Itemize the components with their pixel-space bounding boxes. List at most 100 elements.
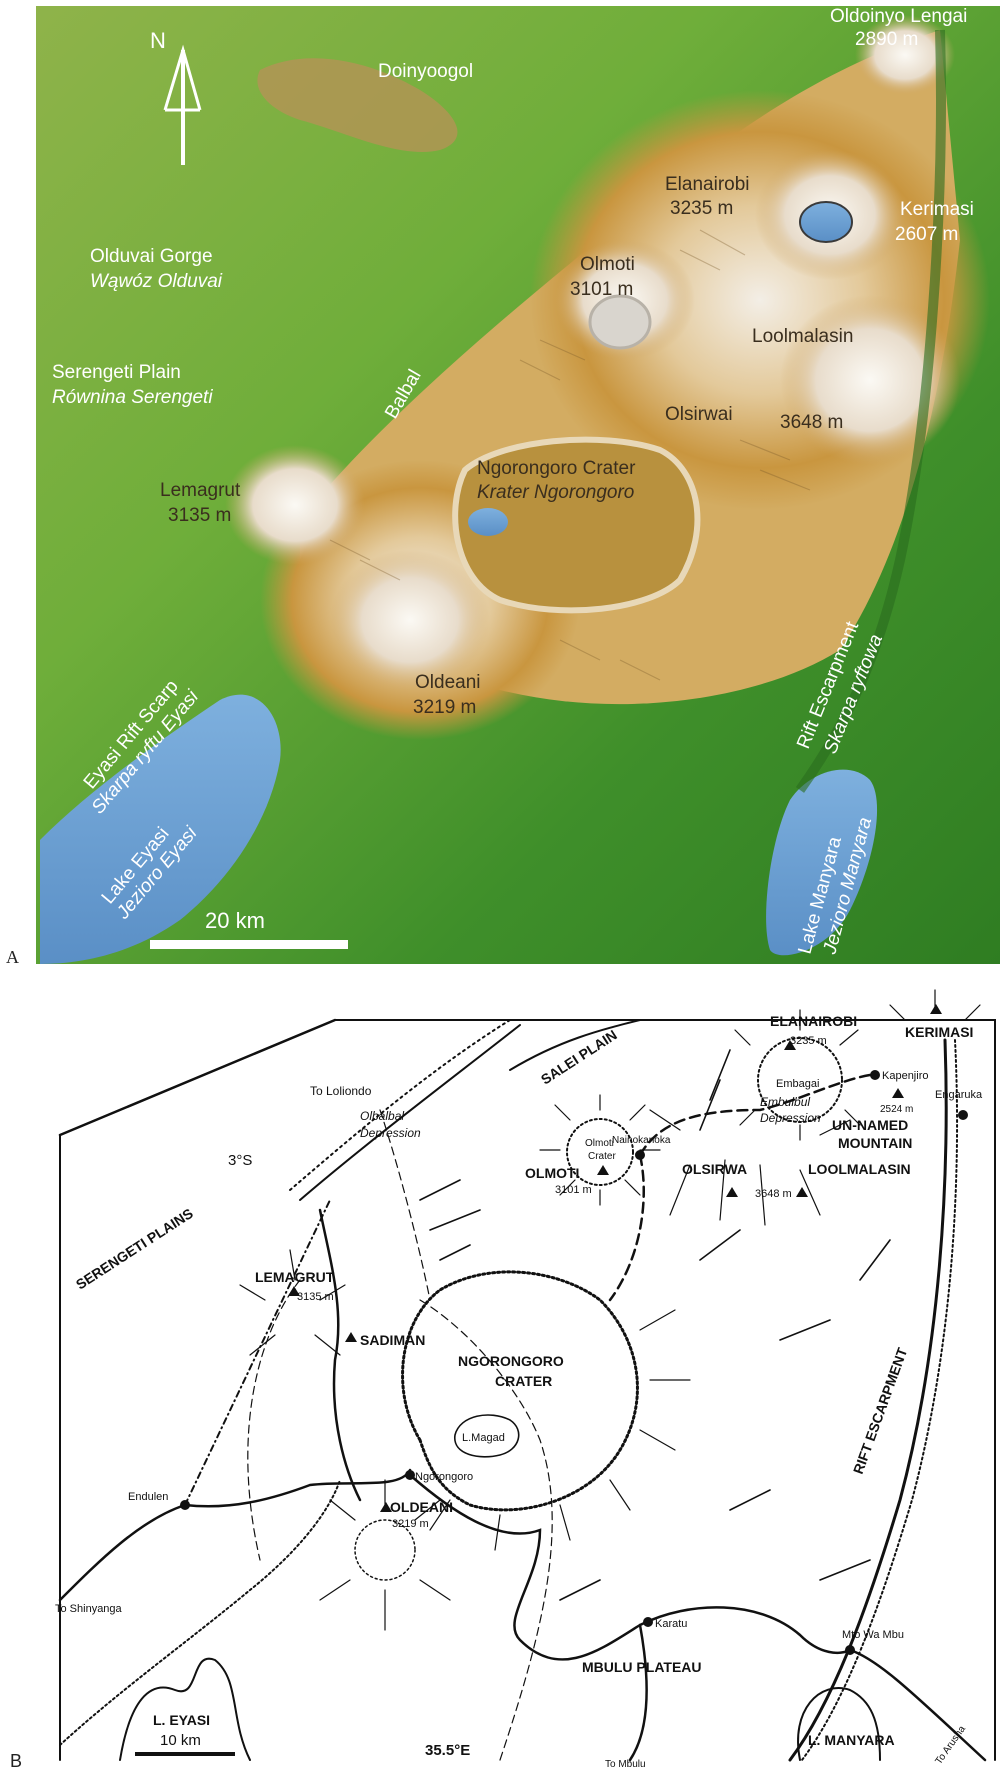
- rift-escarpment-b: [788, 1038, 948, 1762]
- peak-marker-kerimasi: [930, 1004, 942, 1014]
- label-unnamed-1: UN-NAMED: [832, 1117, 908, 1133]
- town-nainokanoka: [635, 1150, 645, 1160]
- doinyoogol-hills: [257, 58, 458, 153]
- label-oldeani: OLDEANI: [390, 1499, 453, 1515]
- label-endulen: Endulen: [128, 1491, 168, 1503]
- town-endulen: [180, 1500, 190, 1510]
- label-olmoti-name: Olmoti: [580, 254, 635, 275]
- peak-marker-loolmalasin: [796, 1187, 808, 1197]
- olmoti-crater-a: [588, 294, 652, 350]
- label-serengeti-name: Serengeti Plain: [52, 362, 181, 383]
- ngorongoro-rim-b: [401, 1270, 639, 1512]
- label-sadiman: SADIMAN: [360, 1332, 425, 1348]
- panel-b-line-map: [58, 989, 996, 1762]
- label-lemagrut: LEMAGRUT: [255, 1269, 335, 1285]
- north-label: N: [150, 28, 166, 53]
- fault-lines: [419, 1049, 891, 1601]
- embagai-lake-a: [799, 201, 853, 243]
- peak-marker-oldeani: [380, 1502, 392, 1512]
- label-lengai-elev: 2890 m: [855, 29, 918, 50]
- label-2524: 2524 m: [880, 1104, 913, 1115]
- peak-marker-olsirwa: [726, 1187, 738, 1197]
- label-ngorongoro-alt: Krater Ngorongoro: [477, 482, 634, 503]
- label-embulbul-depression: Depression: [760, 1111, 821, 1125]
- label-elanairobi-elev: 3235 m: [670, 198, 733, 219]
- label-olbalbal-depression: Depression: [360, 1126, 421, 1140]
- label-olduvai-alt: Wąwóz Olduvai: [90, 271, 223, 292]
- label-ngorongoro-2: CRATER: [495, 1373, 552, 1389]
- label-serengeti-alt: Równina Serengeti: [52, 387, 213, 408]
- lake-magad-b: [454, 1414, 520, 1458]
- road-karatu: [408, 1473, 852, 1661]
- label-lemagrut-elev: 3135 m: [168, 505, 231, 526]
- dotted-boundary-north: [289, 1019, 511, 1191]
- track-south: [608, 1153, 645, 1302]
- label-l-manyara: L. MANYARA: [808, 1732, 895, 1748]
- town-engaruka: [958, 1110, 968, 1120]
- oldeani-crater-b: [354, 1519, 416, 1581]
- label-karatu: Karatu: [655, 1618, 687, 1630]
- label-loolmalasin-elev: 3648 m: [780, 412, 843, 433]
- label-to-mbulu: To Mbulu: [605, 1759, 646, 1769]
- district-line-1: [379, 1109, 431, 1301]
- label-ngorongoro-town: Ngorongoro: [415, 1471, 473, 1483]
- label-embulbul: Embulbul: [760, 1095, 810, 1109]
- map-frame-b: [59, 1019, 996, 1761]
- label-mbulu-plateau: MBULU PLATEAU: [582, 1659, 702, 1675]
- north-arrow: N: [150, 28, 202, 165]
- lake-manyara-b: [797, 1687, 881, 1761]
- peak-marker-lemagrut: [288, 1286, 300, 1296]
- label-to-shinyanga: To Shinyanga: [55, 1603, 123, 1615]
- label-nainokanoka: Nainokanoka: [612, 1135, 671, 1146]
- label-l-eyasi: L. EYASI: [153, 1712, 210, 1728]
- eyasi-scarp-b: [59, 1479, 341, 1746]
- label-lemagrut-name: Lemagrut: [160, 480, 241, 501]
- district-line-2: [247, 1279, 301, 1561]
- panel-b-markers: [180, 1004, 968, 1655]
- embagai-crater-b: [757, 1037, 843, 1123]
- label-kerimasi-name: Kerimasi: [900, 199, 974, 220]
- road-loliondo: [318, 1208, 362, 1502]
- panel-b-labels: SALEI PLAIN To Loliondo Olbalbal Depress…: [55, 1013, 983, 1770]
- label-oldeani-elev: 3219 m: [392, 1518, 429, 1530]
- label-elanairobi-name: Elanairobi: [665, 174, 750, 195]
- label-olmoti: OLMOTI: [525, 1165, 579, 1181]
- label-elanairobi: ELANAIROBI: [770, 1013, 857, 1029]
- peak-oldeani: [330, 550, 490, 690]
- lake-eyasi-b: [119, 1657, 251, 1761]
- peak-marker-olmoti: [597, 1165, 609, 1175]
- label-engaruka: Engaruka: [935, 1089, 983, 1101]
- label-lat: 3°S: [228, 1152, 252, 1169]
- volcano-hachures: [239, 989, 981, 1631]
- label-salei-plain: SALEI PLAIN: [538, 1027, 620, 1088]
- peak-loolmalasin: [780, 295, 960, 465]
- track-kapenjiro: [638, 1073, 872, 1157]
- peak-lengai: [855, 15, 955, 95]
- scale-label-b: 10 km: [160, 1732, 201, 1749]
- label-oldeani-name: Oldeani: [415, 672, 481, 693]
- label-unnamed-2: MOUNTAIN: [838, 1135, 912, 1151]
- label-kerimasi-elev: 2607 m: [895, 224, 958, 245]
- label-to-loliondo: To Loliondo: [310, 1084, 372, 1098]
- panel-letter-a: A: [6, 947, 19, 967]
- label-loolmalasin: LOOLMALASIN: [808, 1161, 911, 1177]
- label-lengai-name: Oldoinyo Lengai: [830, 6, 967, 27]
- label-olsirwa: OLSIRWA: [682, 1161, 747, 1177]
- label-lon: 35.5°E: [425, 1742, 470, 1759]
- trail-north: [184, 1199, 331, 1506]
- label-ngorongoro-name: Ngorongoro Crater: [477, 458, 636, 479]
- town-karatu: [643, 1617, 653, 1627]
- label-kapenjiro: Kapenjiro: [882, 1070, 928, 1082]
- label-olmoti-elev: 3101 m: [570, 279, 633, 300]
- label-elanairobi-elev: 3235 m: [790, 1035, 827, 1047]
- label-doinyoogol: Doinyoogol: [378, 61, 473, 82]
- peak-marker-elanairobi: [784, 1040, 796, 1050]
- town-kapenjiro: [870, 1070, 880, 1080]
- label-serengeti-plains: SERENGETI PLAINS: [73, 1205, 196, 1293]
- frame-diagonal: [58, 1018, 337, 1137]
- label-olbalbal: Olbalbal: [360, 1109, 404, 1123]
- salei-line: [299, 1024, 521, 1201]
- ngorongoro-crater-floor: [452, 436, 701, 614]
